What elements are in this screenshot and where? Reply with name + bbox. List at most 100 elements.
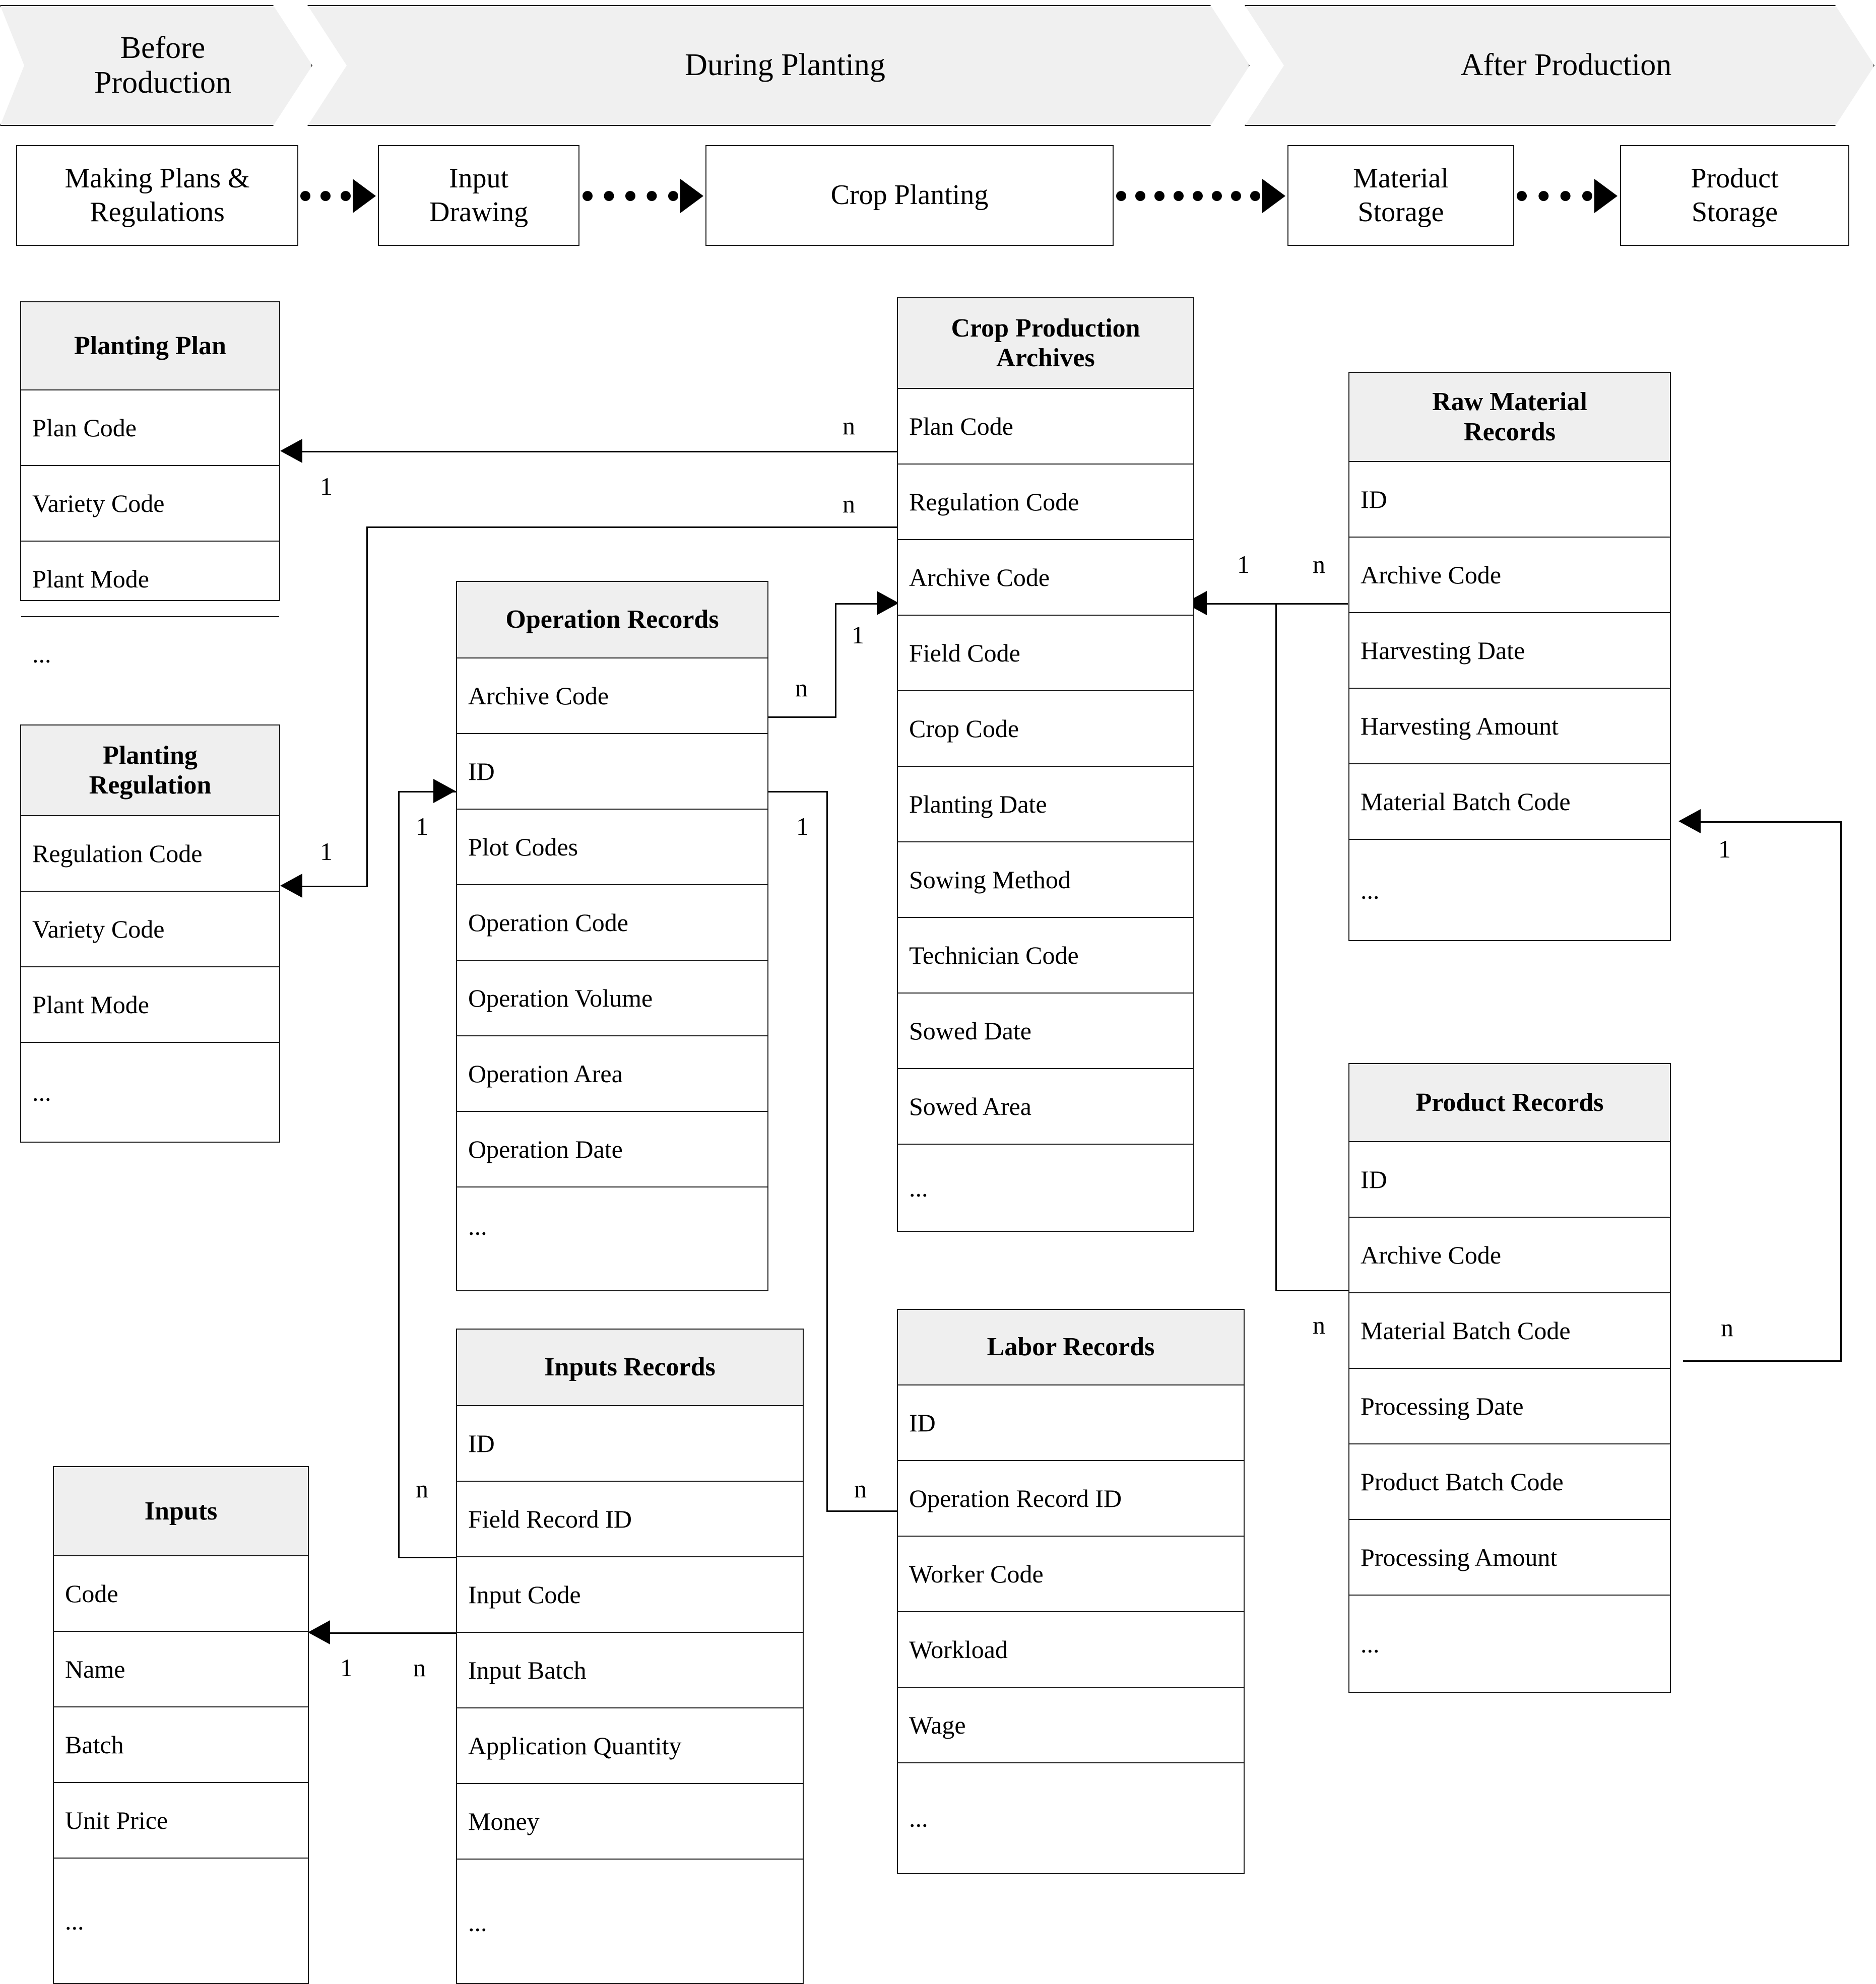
entity-field-row: Operation Record ID	[898, 1461, 1244, 1537]
entity-title-line1: Raw Material	[1432, 387, 1587, 417]
process-step-making-plans: Making Plans & Regulations	[16, 145, 298, 246]
entity-field-row: ID	[898, 1385, 1244, 1461]
entity-field-row: Archive Code	[1349, 538, 1670, 613]
entity-field-row: Operation Area	[457, 1036, 767, 1112]
entity-field-row: Archive Code	[457, 658, 767, 734]
phase-label-line1: After Production	[1460, 48, 1672, 83]
entity-field-row: Plan Code	[898, 389, 1193, 465]
flow-arrow-2	[583, 179, 703, 213]
entity-field-row: Crop Code	[898, 691, 1193, 767]
cardinality-n-prodrec: n	[1313, 1311, 1325, 1339]
connector-inputsrec-to-oprec-bottom	[398, 1557, 456, 1558]
entity-field-row: Application Quantity	[457, 1708, 803, 1784]
process-step-label: Product Storage	[1691, 162, 1778, 229]
entity-field-row: Input Batch	[457, 1633, 803, 1708]
entity-inputs-records: Inputs Records ID Field Record ID Input …	[456, 1329, 804, 1984]
entity-field-row: Unit Price	[54, 1783, 308, 1859]
entity-field-row: ...	[65, 1906, 84, 1935]
entity-field-row: ...	[32, 640, 51, 668]
process-step-line2: Drawing	[429, 196, 528, 228]
entity-field-row: ...	[1361, 876, 1380, 904]
process-step-line1: Crop Planting	[830, 179, 989, 211]
phase-before-production: Before Production	[0, 5, 312, 126]
connector-prodrec-to-rawmat-bottom	[1683, 1360, 1842, 1362]
connector-oprec-to-archives-vert	[835, 603, 836, 718]
connector-arrowhead-icon	[877, 591, 899, 615]
entity-planting-regulation: Planting Regulation Regulation Code Vari…	[20, 724, 280, 1143]
process-step-label: Making Plans & Regulations	[64, 162, 249, 229]
arrow-head-icon	[1594, 179, 1618, 213]
entity-field-row: Wage	[898, 1688, 1244, 1763]
entity-planting-plan: Planting Plan Plan Code Variety Code Pla…	[20, 301, 280, 668]
cardinality-n-labor: n	[854, 1475, 867, 1503]
entity-title: Raw Material Records	[1349, 373, 1670, 462]
connector-oprec-to-archives-top	[835, 603, 878, 605]
cardinality-1-inputs: 1	[340, 1654, 353, 1682]
process-step-line1: Making Plans &	[64, 162, 250, 194]
entity-title-line2: Archives	[996, 344, 1095, 372]
arrow-dots	[1116, 191, 1260, 201]
entity-operation-records: Operation Records Archive Code ID Plot C…	[456, 581, 768, 1291]
cardinality-n-inputsrec-inputs: n	[413, 1654, 426, 1682]
entity-field-row: Name	[54, 1632, 308, 1707]
connector-inputsrec-to-oprec-top	[398, 791, 458, 792]
entity-field-row: Processing Date	[1349, 1369, 1670, 1444]
process-step-line1: Product	[1691, 162, 1779, 194]
connector-prodrec-to-rawmat-top	[1701, 821, 1842, 823]
entity-title: Product Records	[1349, 1064, 1670, 1142]
process-step-line2: Regulations	[90, 196, 225, 228]
entity-field-row: Worker Code	[898, 1537, 1244, 1612]
phase-after-production: After Production	[1245, 5, 1874, 126]
cardinality-1-regulation: 1	[320, 837, 333, 866]
entity-title: Inputs Records	[457, 1330, 803, 1406]
entity-field-row: Plan Code	[21, 390, 279, 466]
entity-field-row: Technician Code	[898, 918, 1193, 994]
entity-field-row: ...	[909, 1804, 928, 1832]
entity-field-row: Field Code	[898, 616, 1193, 691]
entity-field-row: Archive Code	[898, 540, 1193, 616]
entity-field-row: Material Batch Code	[1349, 1293, 1670, 1369]
cardinality-n-archives-plan: n	[843, 412, 855, 440]
arrow-head-icon	[680, 179, 703, 213]
cardinality-n-oprec-archives: n	[795, 674, 808, 702]
process-step-label: Input Drawing	[429, 162, 528, 229]
connector-oprec-to-archives-bottom	[768, 716, 836, 718]
entity-title: Planting Plan	[21, 302, 279, 390]
cardinality-1-archives-rawmat: 1	[1237, 550, 1250, 578]
cardinality-1-rawmat-batch: 1	[1718, 835, 1731, 863]
cardinality-1-oprec-labor: 1	[796, 812, 809, 840]
entity-labor-records: Labor Records ID Operation Record ID Wor…	[897, 1309, 1245, 1874]
entity-field-row: Regulation Code	[898, 465, 1193, 540]
entity-field-row: Processing Amount	[1349, 1520, 1670, 1596]
connector-prodrec-to-archives-vert	[1275, 603, 1277, 1291]
phase-label-line2: Production	[94, 65, 232, 100]
flow-arrow-1	[300, 179, 376, 213]
entity-field-row: Archive Code	[1349, 1218, 1670, 1293]
process-step-line2: Storage	[1691, 196, 1778, 228]
process-step-input-drawing: Input Drawing	[378, 145, 579, 246]
entity-field-row: ...	[468, 1908, 487, 1937]
entity-field-row: ID	[1349, 1142, 1670, 1218]
cardinality-n-archives-regulation: n	[843, 490, 855, 518]
cardinality-1-archives: 1	[852, 621, 864, 649]
entity-title-line1: Planting	[103, 741, 198, 770]
connector-prodrec-to-rawmat-vert	[1840, 821, 1842, 1361]
phase-during-planting: During Planting	[307, 5, 1250, 126]
phase-label-during-planting: During Planting	[636, 48, 921, 83]
cardinality-n-rawmat: n	[1313, 550, 1325, 578]
connector-archives-to-regulation-bottom	[302, 886, 368, 887]
entity-field-row: Harvesting Date	[1349, 613, 1670, 689]
entity-field-row: Batch	[54, 1707, 308, 1783]
process-step-label: Material Storage	[1353, 162, 1449, 229]
connector-arrowhead-icon	[433, 779, 456, 803]
entity-title: Inputs	[54, 1467, 308, 1556]
entity-field-row: ...	[32, 1078, 51, 1106]
connector-labor-to-oprec-top	[768, 791, 828, 792]
entity-inputs: Inputs Code Name Batch Unit Price ...	[53, 1466, 309, 1984]
entity-title: Crop Production Archives	[898, 298, 1193, 389]
entity-field-row: Plot Codes	[457, 810, 767, 885]
entity-field-row: Sowing Method	[898, 842, 1193, 918]
arrow-dots	[583, 191, 678, 201]
flow-arrow-3	[1116, 179, 1285, 213]
